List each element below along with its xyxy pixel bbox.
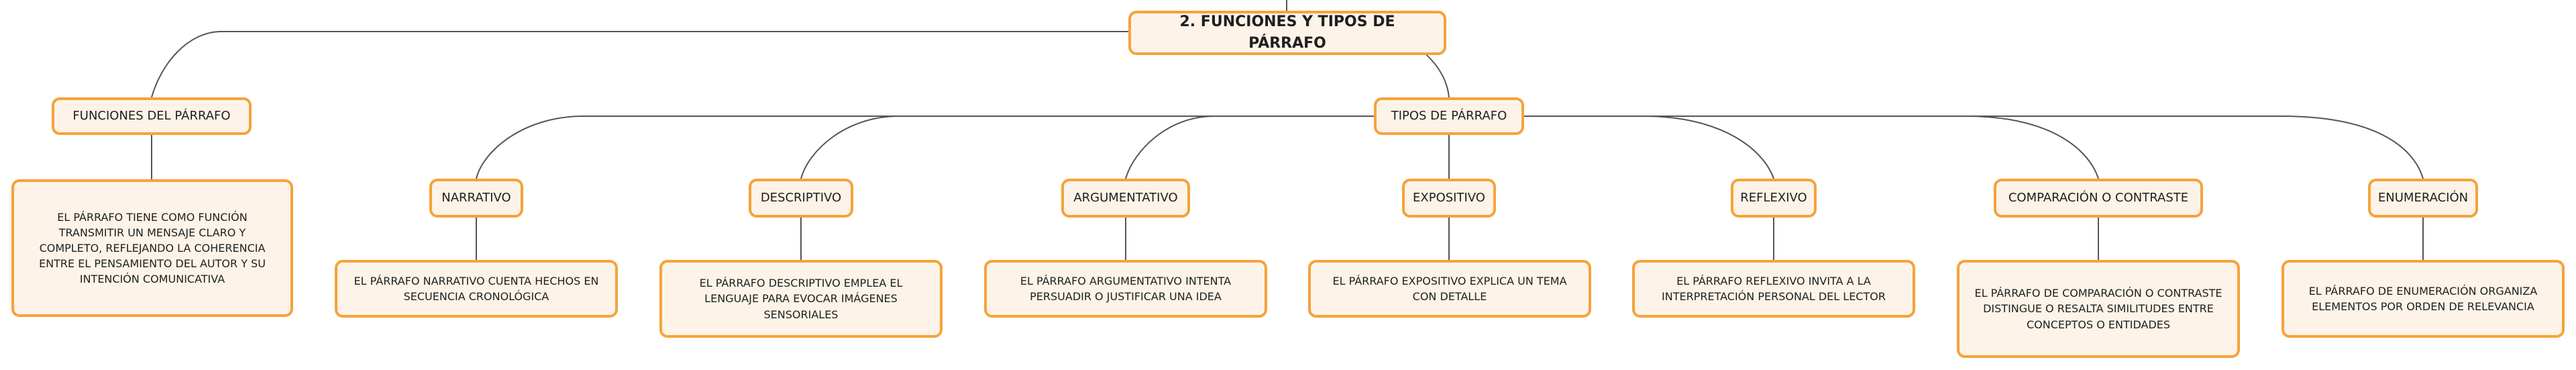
tipo-narrativo-desc: EL PÁRRAFO NARRATIVO CUENTA HECHOS EN SE… xyxy=(354,274,599,303)
tipo-descriptivo-desc-node[interactable]: EL PÁRRAFO DESCRIPTIVO EMPLEA EL LENGUAJ… xyxy=(659,260,943,338)
edge-tipos-descriptivo xyxy=(800,115,1374,179)
funciones-node[interactable]: FUNCIONES DEL PÁRRAFO xyxy=(52,97,252,135)
tipo-descriptivo-desc: EL PÁRRAFO DESCRIPTIVO EMPLEA EL LENGUAJ… xyxy=(699,277,903,321)
tipo-reflexivo-desc: EL PÁRRAFO REFLEXIVO INVITA A LA INTERPR… xyxy=(1662,274,1886,303)
edge-tipos-comparacion xyxy=(1524,115,2099,179)
tipo-enumeracion-node[interactable]: ENUMERACIÓN xyxy=(2368,179,2478,218)
tipo-reflexivo-desc-node[interactable]: EL PÁRRAFO REFLEXIVO INVITA A LA INTERPR… xyxy=(1632,260,1915,318)
tipo-narrativo-label: NARRATIVO xyxy=(441,190,511,205)
tipo-comparacion-desc: EL PÁRRAFO DE COMPARACIÓN O CONTRASTE DI… xyxy=(1974,287,2222,331)
tipos-label: TIPOS DE PÁRRAFO xyxy=(1391,108,1507,123)
tipo-expositivo-desc-node[interactable]: EL PÁRRAFO EXPOSITIVO EXPLICA UN TEMA CO… xyxy=(1308,260,1591,318)
tipo-reflexivo-node[interactable]: REFLEXIVO xyxy=(1731,179,1817,218)
tipo-expositivo-node[interactable]: EXPOSITIVO xyxy=(1402,179,1496,218)
edge-tipos-reflexivo xyxy=(1524,115,1774,179)
tipo-comparacion-desc-node[interactable]: EL PÁRRAFO DE COMPARACIÓN O CONTRASTE DI… xyxy=(1957,260,2240,358)
root-label: 2. FUNCIONES Y TIPOS DE PÁRRAFO xyxy=(1179,13,1395,52)
tipo-argumentativo-label: ARGUMENTATIVO xyxy=(1073,190,1178,205)
funciones-label: FUNCIONES DEL PÁRRAFO xyxy=(72,108,231,123)
tipo-descriptivo-node[interactable]: DESCRIPTIVO xyxy=(749,179,853,218)
tipos-node[interactable]: TIPOS DE PÁRRAFO xyxy=(1374,97,1524,135)
root-node[interactable]: 2. FUNCIONES Y TIPOS DE PÁRRAFO xyxy=(1128,11,1446,55)
tipo-argumentativo-node[interactable]: ARGUMENTATIVO xyxy=(1061,179,1190,218)
tipo-expositivo-desc: EL PÁRRAFO EXPOSITIVO EXPLICA UN TEMA CO… xyxy=(1332,274,1567,303)
tipo-enumeracion-desc: EL PÁRRAFO DE ENUMERACIÓN ORGANIZA ELEME… xyxy=(2308,284,2538,313)
tipo-narrativo-desc-node[interactable]: EL PÁRRAFO NARRATIVO CUENTA HECHOS EN SE… xyxy=(335,260,618,318)
tipo-enumeracion-desc-node[interactable]: EL PÁRRAFO DE ENUMERACIÓN ORGANIZA ELEME… xyxy=(2282,260,2565,338)
edge-tipos-enumeracion xyxy=(1524,115,2424,179)
tipo-expositivo-label: EXPOSITIVO xyxy=(1413,190,1485,205)
tipo-comparacion-label: COMPARACIÓN O CONTRASTE xyxy=(2008,190,2189,205)
funciones-desc-node[interactable]: EL PÁRRAFO TIENE COMO FUNCIÓN TRANSMITIR… xyxy=(11,179,293,317)
edge-tipos-argumentativo xyxy=(1125,115,1374,179)
funciones-desc: EL PÁRRAFO TIENE COMO FUNCIÓN TRANSMITIR… xyxy=(39,210,266,286)
tipo-descriptivo-label: DESCRIPTIVO xyxy=(760,190,842,205)
tipo-reflexivo-label: REFLEXIVO xyxy=(1740,190,1807,205)
edge-root-funciones xyxy=(151,31,1128,98)
tipo-narrativo-node[interactable]: NARRATIVO xyxy=(429,179,523,218)
edge-tipos-narrativo xyxy=(476,115,1374,179)
tipo-comparacion-node[interactable]: COMPARACIÓN O CONTRASTE xyxy=(1994,179,2203,218)
tipo-argumentativo-desc: EL PÁRRAFO ARGUMENTATIVO INTENTA PERSUAD… xyxy=(1020,274,1232,303)
tipo-argumentativo-desc-node[interactable]: EL PÁRRAFO ARGUMENTATIVO INTENTA PERSUAD… xyxy=(984,260,1267,318)
tipo-enumeracion-label: ENUMERACIÓN xyxy=(2377,190,2469,205)
